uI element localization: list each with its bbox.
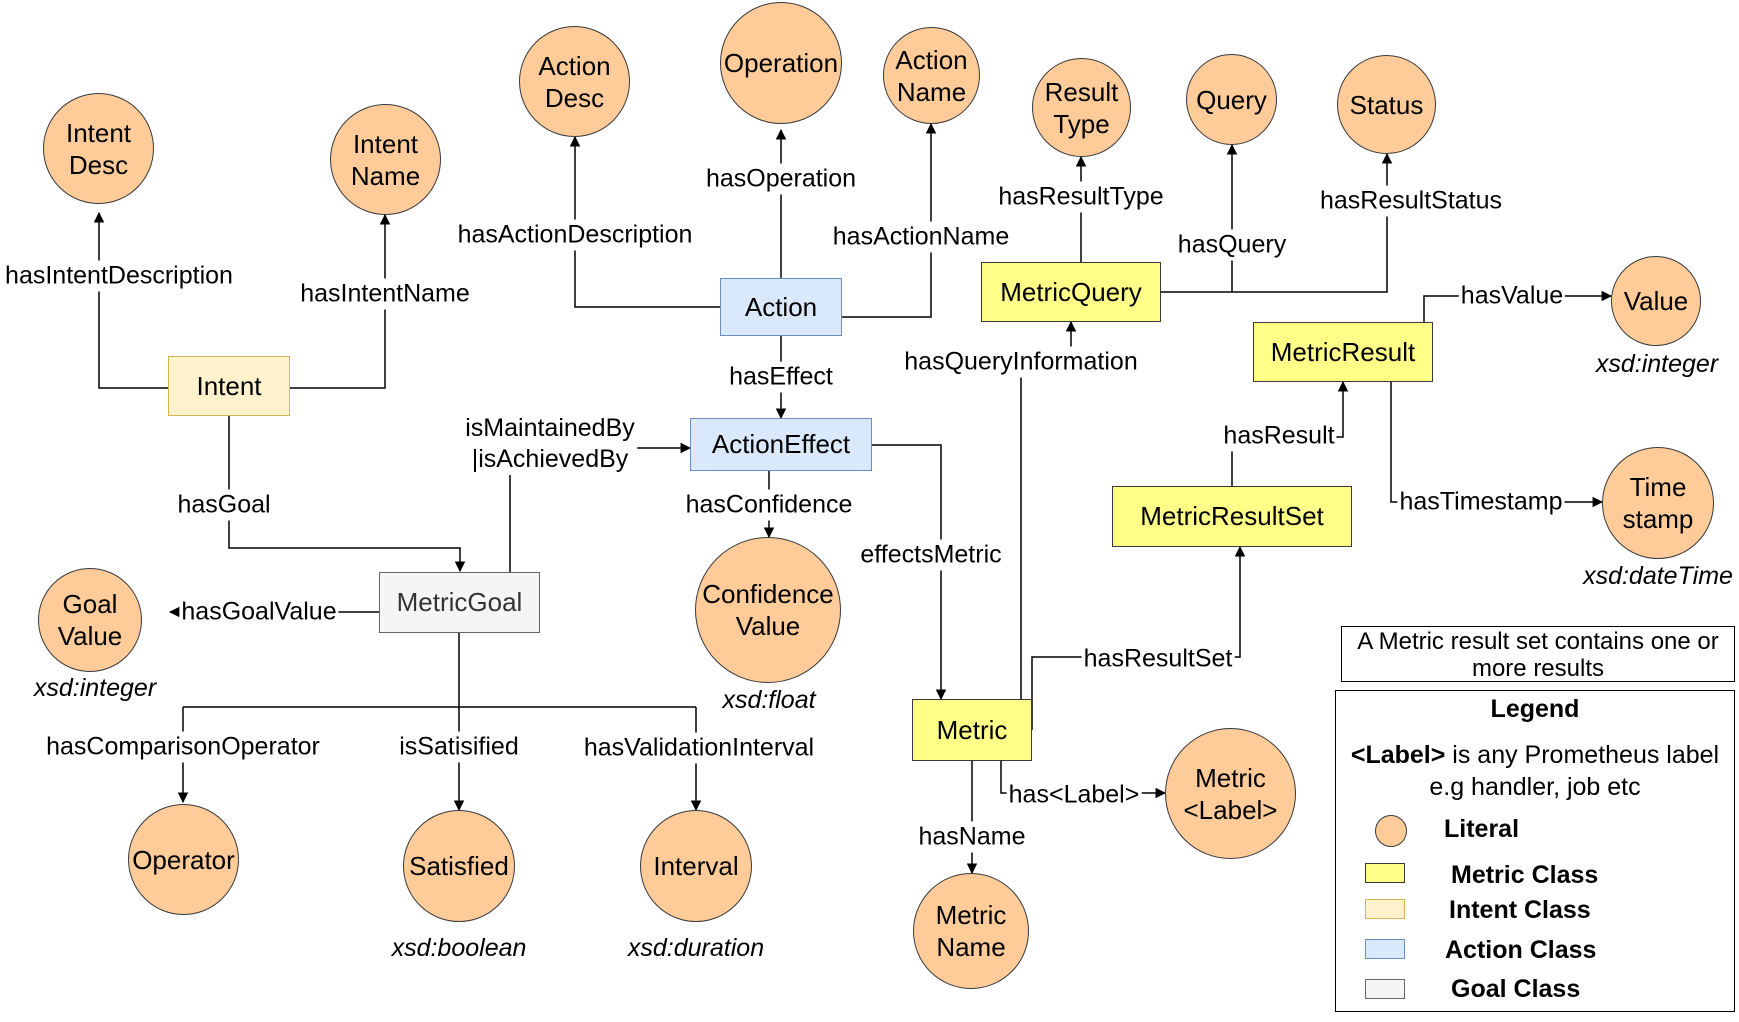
metric-result-set-class: MetricResultSet (1112, 486, 1352, 547)
edge-has-intent-name (290, 213, 391, 389)
legend-literal-text: Literal (1444, 815, 1520, 843)
action-desc-literal: Action Desc (519, 26, 630, 137)
value-literal: Value (1611, 256, 1701, 346)
edge-has-timestamp (1390, 382, 1604, 508)
edge-has-query-information (1020, 320, 1077, 699)
legend-title: Legend (1490, 695, 1580, 723)
edge-label-has-confidence: hasConfidence (683, 489, 855, 521)
goal-value-literal: Goal Value (38, 568, 142, 672)
legend-metric-text: Metric Class (1451, 861, 1599, 889)
edge-has-goal (228, 416, 466, 573)
interval-type: xsd:duration (627, 934, 765, 962)
legend-goal-text: Goal Class (1451, 975, 1581, 1003)
edge-has-result-set (1031, 545, 1246, 730)
legend-metric-swatch (1365, 863, 1405, 883)
edge-label-has-result-set: hasResultSet (1081, 643, 1235, 675)
edge-label-has-comparison-operator: hasComparisonOperator (44, 731, 322, 763)
confidence-value-literal: Confidence Value (695, 537, 841, 683)
edge-has-action-description (569, 135, 720, 308)
edge-has-intent-description (93, 211, 168, 389)
legend-literal-swatch (1375, 815, 1407, 847)
metric-class: Metric (912, 699, 1032, 761)
edge-label-has-intent-name: hasIntentName (298, 278, 472, 310)
intent-name-literal: Intent Name (330, 104, 441, 215)
legend-label-description: <Label> is any Prometheus label e.g hand… (1336, 739, 1734, 803)
edge-has-query (1161, 143, 1238, 293)
edge-has-action-name (842, 122, 937, 318)
edge-label-has-operation: hasOperation (703, 163, 859, 195)
edge-label-has-validation-interval: hasValidationInterval (581, 732, 817, 764)
edge-label-has-intent-description: hasIntentDescription (3, 260, 235, 292)
legend: Legend <Label> is any Prometheus label e… (1335, 690, 1735, 1012)
status-literal: Status (1337, 55, 1436, 154)
interval-literal: Interval (640, 810, 752, 922)
metric-label-literal: Metric <Label> (1165, 728, 1296, 859)
edge-label-has-result: hasResult (1221, 420, 1337, 452)
edge-label-has-result-status: hasResultStatus (1317, 185, 1505, 217)
result-type-literal: Result Type (1032, 58, 1131, 157)
edge-label-has-action-description: hasActionDescription (455, 219, 695, 251)
edge-label-has-label: has<Label> (1006, 779, 1142, 811)
legend-intent-text: Intent Class (1449, 896, 1591, 924)
intent-class: Intent (168, 356, 290, 416)
value-type: xsd:integer (1595, 350, 1719, 378)
action-effect-class: ActionEffect (690, 418, 872, 471)
goal-value-type: xsd:integer (33, 674, 157, 702)
legend-action-swatch (1365, 939, 1405, 959)
action-class: Action (720, 278, 842, 336)
legend-label-text: is any Prometheus label e.g handler, job… (1429, 741, 1720, 801)
edge-label-is-maintained-by: isMaintainedBy |isAchievedBy (463, 413, 637, 475)
satisfied-type: xsd:boolean (391, 934, 527, 962)
edge-label-has-name: hasName (916, 821, 1028, 853)
edge-label-has-query: hasQuery (1175, 229, 1289, 261)
action-name-literal: Action Name (883, 27, 980, 124)
intent-desc-literal: Intent Desc (43, 93, 154, 204)
edge-label-is-satisfied: isSatisified (397, 731, 521, 763)
legend-goal-swatch (1365, 979, 1405, 999)
edge-label-has-goal: hasGoal (175, 489, 273, 521)
edge-label-has-action-name: hasActionName (830, 221, 1012, 253)
edge-label-has-result-type: hasResultType (996, 181, 1166, 213)
edge-label-has-effect: hasEffect (727, 361, 835, 393)
edge-effects-metric (872, 444, 947, 701)
metric-result-class: MetricResult (1253, 322, 1433, 382)
confidence-type: xsd:float (722, 686, 816, 714)
edge-label-has-value: hasValue (1458, 280, 1566, 312)
operator-literal: Operator (128, 804, 239, 915)
timestamp-type: xsd:dateTime (1583, 562, 1733, 590)
edge-label-has-goal-value: hasGoalValue (179, 596, 339, 628)
edge-label-has-timestamp: hasTimestamp (1397, 486, 1565, 518)
metric-name-literal: Metric Name (913, 873, 1029, 989)
edge-label-effects-metric: effectsMetric (858, 539, 1004, 571)
legend-intent-swatch (1365, 899, 1405, 919)
edge-has-result-status (1232, 152, 1393, 293)
metric-query-class: MetricQuery (981, 262, 1161, 322)
legend-action-text: Action Class (1445, 936, 1597, 964)
legend-label-tag: <Label> (1350, 741, 1446, 769)
operation-literal: Operation (720, 2, 842, 124)
satisfied-literal: Satisfied (403, 810, 515, 922)
timestamp-literal: Time stamp (1602, 447, 1714, 559)
result-set-note: A Metric result set contains one or more… (1341, 626, 1735, 682)
metric-goal-class: MetricGoal (379, 572, 540, 633)
query-literal: Query (1186, 54, 1277, 145)
edge-label-has-query-information: hasQueryInformation (902, 346, 1140, 378)
